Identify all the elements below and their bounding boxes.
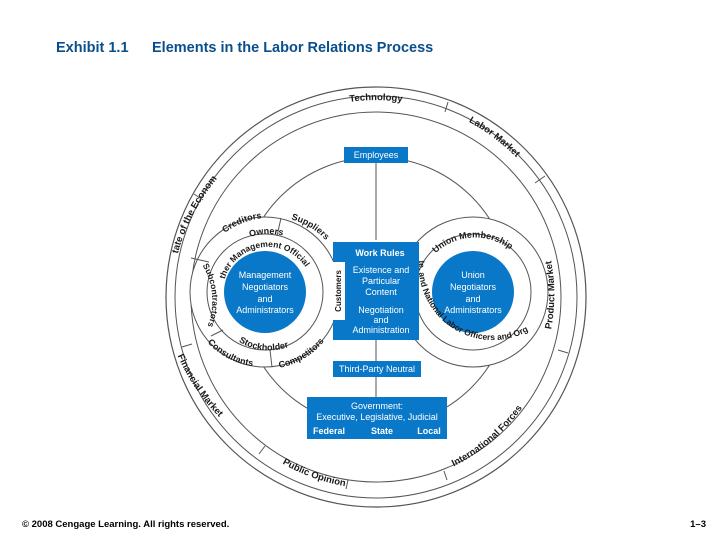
financial-market-label: Financial Market	[175, 352, 226, 419]
management-mid-circle	[206, 233, 324, 351]
employees-label: Employees	[354, 150, 399, 160]
ring-dividers	[181, 101, 569, 490]
state-label: State	[371, 426, 393, 436]
third-party-box	[333, 361, 421, 377]
exhibit-heading: Elements in the Labor Relations Process	[152, 40, 434, 56]
management-core-line4: Administrators	[236, 305, 294, 315]
existence-line2: Particular	[362, 276, 400, 286]
international-forces-label: International Forces	[450, 403, 525, 469]
customers-strip	[331, 262, 345, 320]
third-party-label: Third-Party Neutral	[339, 364, 415, 374]
technology-label: Technology	[349, 92, 404, 105]
existence-line1: Existence and	[353, 265, 410, 275]
negotiation-line1: Negotiation	[358, 305, 404, 315]
existence-line3: Content	[365, 287, 397, 297]
copyright-notice: © 2008 Cengage Learning. All rights rese…	[22, 519, 230, 530]
outer-ring-1	[165, 86, 587, 508]
management-core-line1: Management	[239, 270, 292, 280]
negotiation-line2: and	[373, 315, 388, 325]
customers-label: Customers	[334, 270, 343, 312]
public-opinion-label: Public Opinion	[281, 457, 347, 490]
exhibit-title: Exhibit 1.1 Elements in the Labor Relatio…	[56, 40, 433, 56]
employees-box	[344, 147, 408, 163]
union-core-line4: Administrators	[444, 305, 502, 315]
management-core-line3: and	[257, 294, 272, 304]
management-divider-top	[276, 217, 282, 237]
management-divider-left	[190, 257, 210, 263]
owners-label: Owners	[248, 226, 284, 239]
government-line2: Executive, Legislative, Judicial	[316, 412, 438, 422]
local-label: Local	[417, 426, 441, 436]
management-divider-bottom	[269, 349, 273, 368]
union-core	[432, 251, 514, 333]
government-line1: Government:	[351, 401, 403, 411]
management-core-line2: Negotiators	[242, 282, 289, 292]
negotiation-line3: Administration	[352, 325, 409, 335]
federal-label: Federal	[313, 426, 345, 436]
state-of-economy-label: State of the Economy	[0, 0, 220, 255]
government-box	[307, 397, 447, 439]
labor-market-label: Labor Market	[467, 115, 522, 160]
outer-ring-2	[174, 95, 578, 499]
slide-number: 1–3	[690, 519, 706, 530]
union-core-line1: Union	[461, 270, 485, 280]
union-core-line3: and	[465, 294, 480, 304]
work-rules-box	[333, 242, 419, 340]
exhibit-number: Exhibit 1.1	[56, 40, 129, 56]
management-divider-bottom-left	[210, 329, 224, 337]
management-core	[224, 251, 306, 333]
union-core-line2: Negotiators	[450, 282, 497, 292]
work-rules-label: Work Rules	[355, 248, 404, 258]
